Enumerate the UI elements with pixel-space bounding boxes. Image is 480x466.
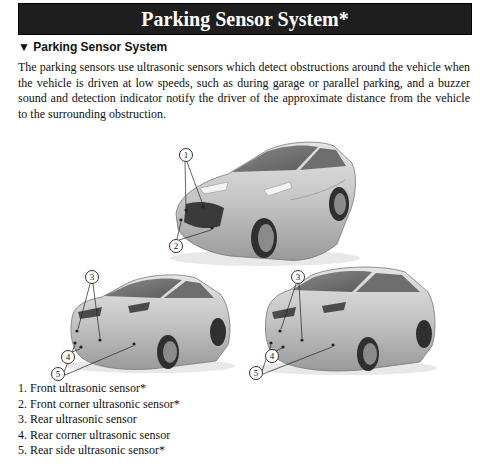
callout-number: 3 [85,270,99,284]
callout-text: 1 [184,151,189,160]
callout-text: 5 [56,370,61,379]
list-item: 4. Rear corner ultrasonic sensor [18,428,458,444]
callout-text: 2 [174,242,179,251]
section-heading: ▼ Parking Sensor System [18,40,167,54]
callout-number: 5 [249,366,263,380]
callout-text: 5 [254,369,259,378]
list-item: 2. Front corner ultrasonic sensor* [18,397,458,413]
callout-text: 4 [66,353,71,362]
body-paragraph: The parking sensors use ultrasonic senso… [18,60,470,122]
callout-number: 4 [61,350,75,364]
list-item: 3. Rear ultrasonic sensor [18,412,458,428]
callout-number: 4 [265,349,279,363]
rear-hatchback [253,267,437,375]
parts-list: 1. Front ultrasonic sensor*2. Front corn… [18,381,458,459]
callout-text: 3 [296,273,301,282]
callout-number: 3 [291,270,305,284]
title-banner: Parking Sensor System* [18,3,472,35]
list-item: 1. Front ultrasonic sensor* [18,381,458,397]
front-car [170,142,360,266]
callout-number: 2 [169,239,183,253]
callout-text: 3 [90,273,95,282]
callout-number: 5 [51,367,65,381]
list-item: 5. Rear side ultrasonic sensor* [18,443,458,459]
callout-text: 4 [270,352,275,361]
title-text: Parking Sensor System* [141,8,348,31]
callout-number: 1 [179,148,193,162]
rear-sedan [64,275,235,375]
